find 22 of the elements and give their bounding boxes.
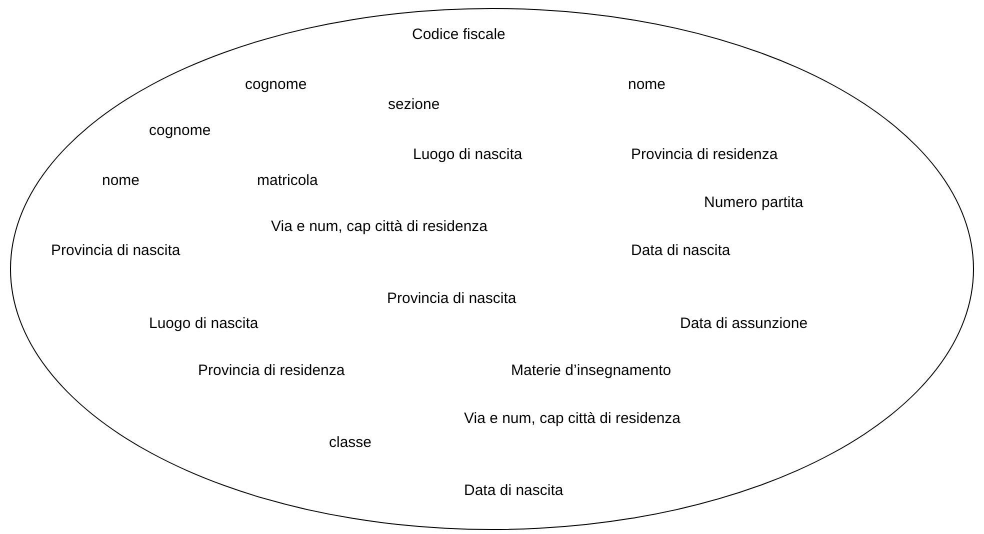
attribute-label: Via e num, cap città di residenza: [464, 410, 681, 428]
attribute-label: Provincia di residenza: [631, 146, 778, 164]
attribute-label: Provincia di nascita: [387, 290, 516, 308]
attribute-label: Data di nascita: [464, 482, 564, 500]
attribute-label: Via e num, cap città di residenza: [271, 218, 488, 236]
attribute-label: matricola: [257, 172, 318, 190]
attribute-label: Codice fiscale: [412, 26, 506, 44]
attribute-label: Provincia di nascita: [51, 242, 180, 260]
attribute-label: Luogo di nascita: [413, 146, 522, 164]
attribute-label: Numero partita: [704, 194, 804, 212]
attribute-label: Luogo di nascita: [149, 315, 258, 333]
attribute-label: Data di assunzione: [680, 315, 808, 333]
attribute-label: classe: [329, 434, 372, 452]
attribute-label: cognome: [245, 76, 307, 94]
attribute-label: Data di nascita: [631, 242, 730, 260]
attribute-label: sezione: [388, 96, 440, 114]
attribute-label: Materie d’insegnamento: [511, 362, 672, 380]
attribute-label: cognome: [149, 122, 211, 140]
attribute-label: Provincia di residenza: [198, 362, 345, 380]
entity-ellipse: [10, 8, 974, 530]
attribute-label: nome: [628, 76, 666, 94]
attribute-label: nome: [102, 172, 140, 190]
